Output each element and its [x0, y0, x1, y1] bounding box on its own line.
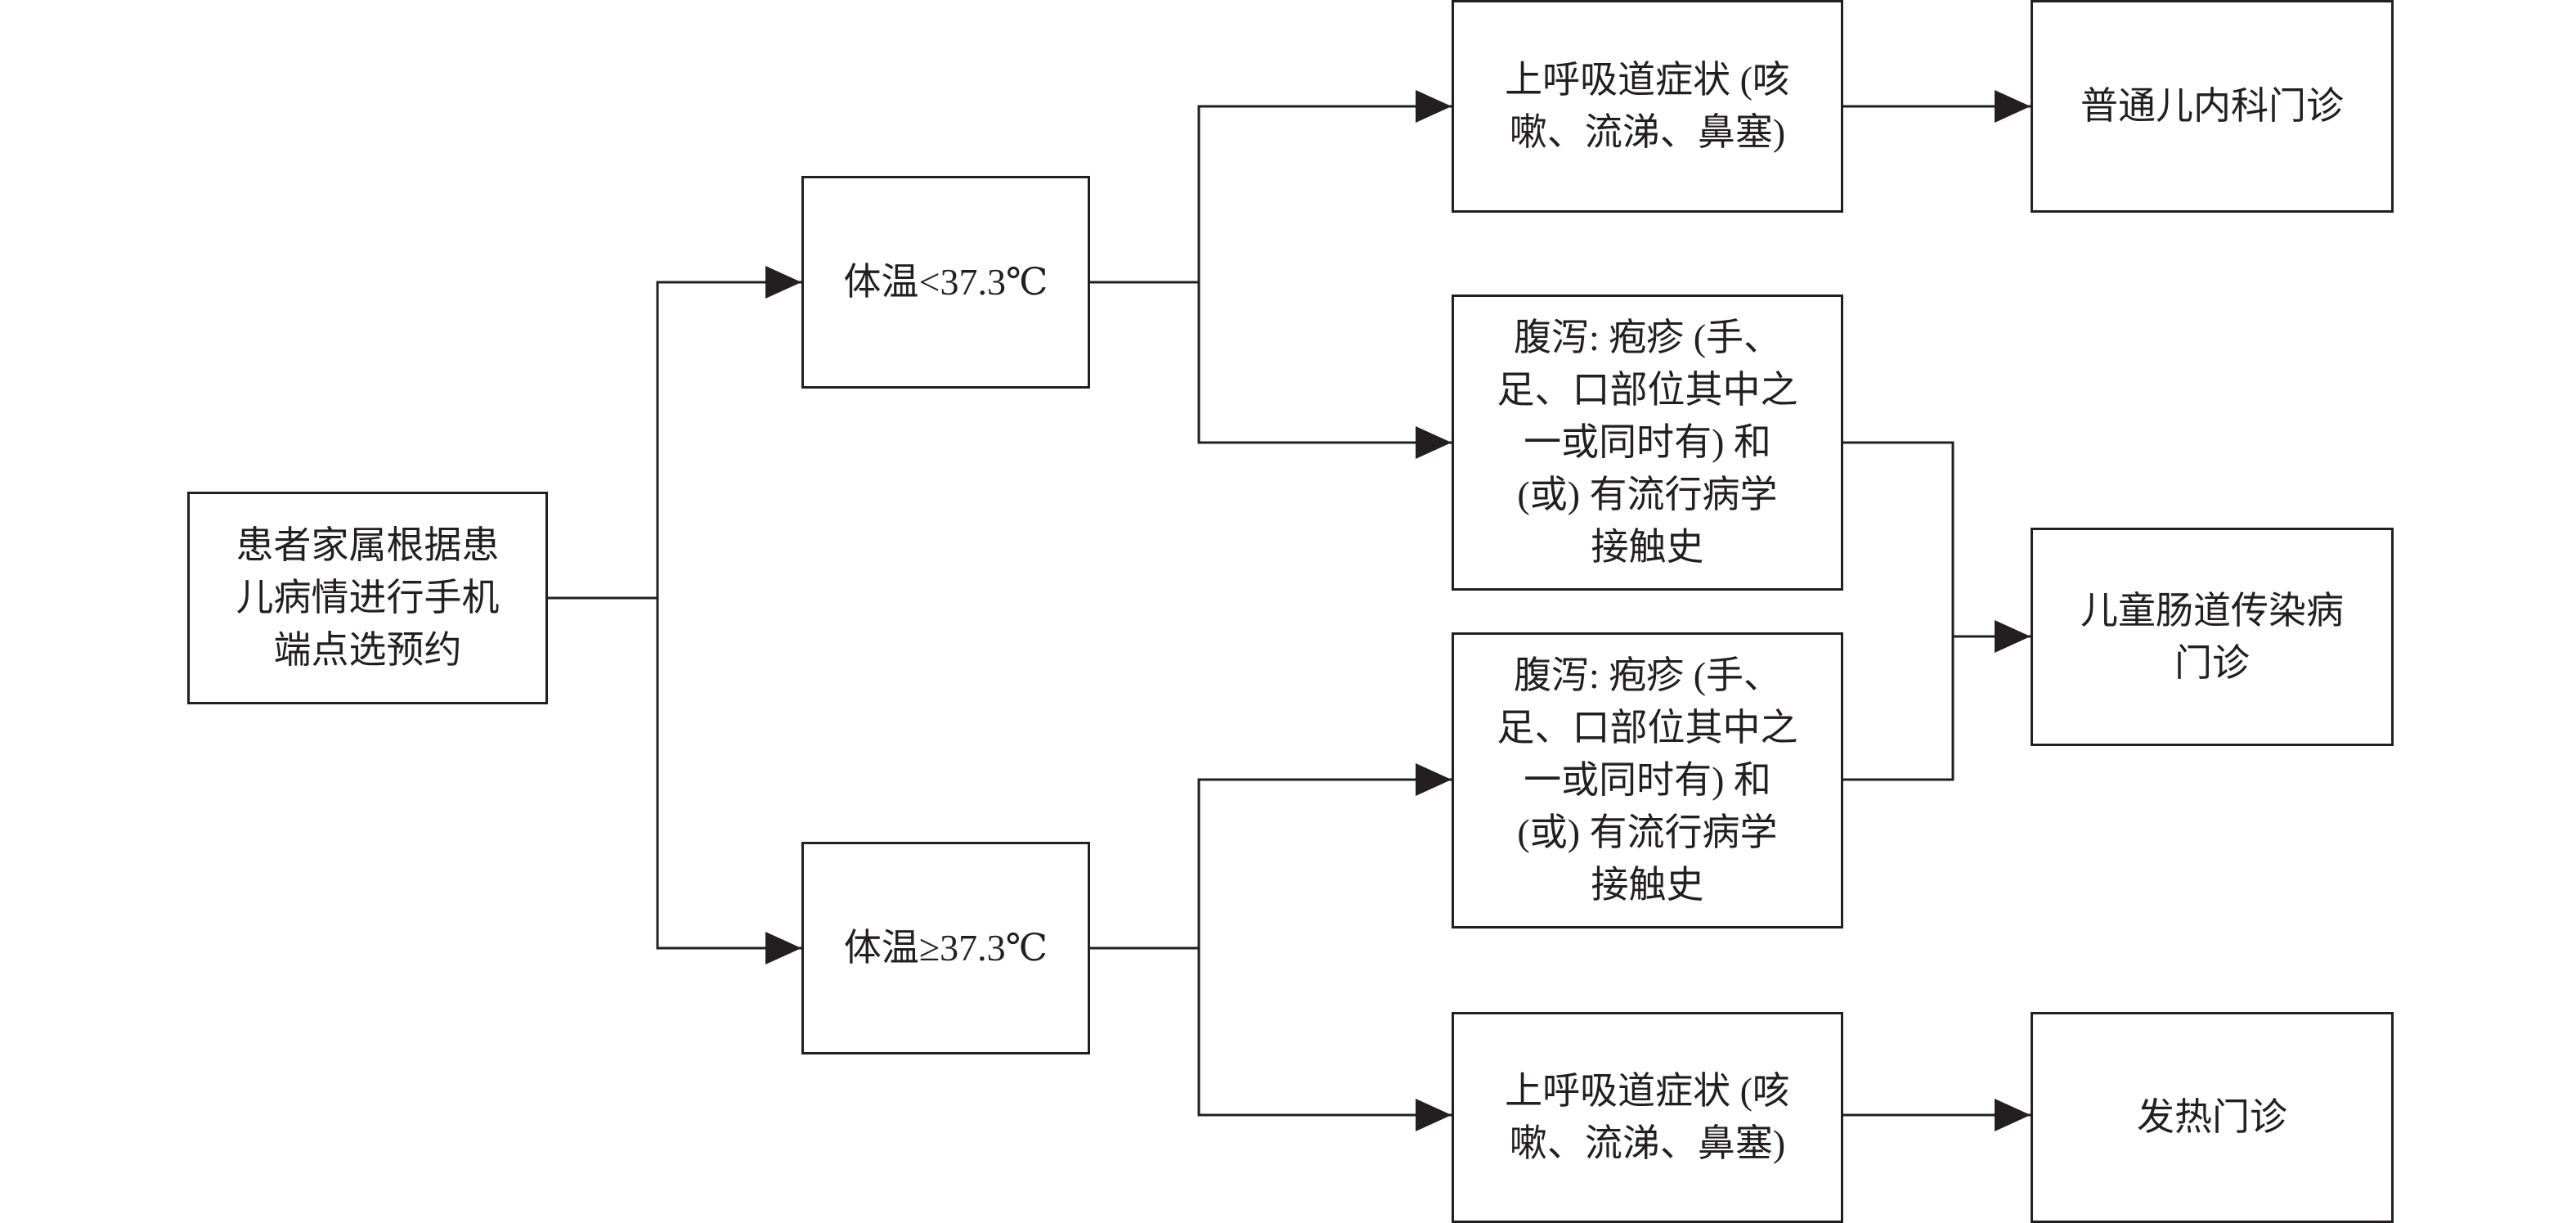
connector-diarrhea-high-to-merge [1843, 636, 1954, 781]
start-node: 患者家属根据患 儿病情进行手机 端点选预约 [187, 492, 548, 704]
arrow-start-to-temp-low [656, 266, 801, 598]
enteric-infection-clinic-text: 儿童肠道传染病 门诊 [2080, 589, 2344, 684]
connector-diarrhea-low-to-merge [1843, 441, 1954, 636]
start-node-text: 患者家属根据患 儿病情进行手机 端点选预约 [236, 524, 500, 671]
arrow-start-to-temp-high [656, 598, 801, 964]
arrow-temp-low-to-diarrhea [1197, 282, 1452, 459]
general-pediatrics-clinic-text: 普通儿内科门诊 [2080, 85, 2344, 127]
temp-low-node: 体温<37.3℃ [801, 176, 1090, 389]
diarrhea-low-text: 腹泻: 疱疹 (手、 足、口部位其中之 一或同时有) 和 (或) 有流行病学 接… [1497, 317, 1798, 568]
diarrhea-low-node: 腹泻: 疱疹 (手、 足、口部位其中之 一或同时有) 和 (或) 有流行病学 接… [1452, 295, 1843, 591]
resp-symptom-low-node: 上呼吸道症状 (咳 嗽、流涕、鼻塞) [1452, 0, 1843, 213]
diarrhea-high-text: 腹泻: 疱疹 (手、 足、口部位其中之 一或同时有) 和 (或) 有流行病学 接… [1497, 654, 1798, 906]
arrow-temp-low-to-resp [1197, 90, 1452, 282]
diarrhea-high-node: 腹泻: 疱疹 (手、 足、口部位其中之 一或同时有) 和 (或) 有流行病学 接… [1452, 632, 1843, 928]
resp-symptom-high-text: 上呼吸道症状 (咳 嗽、流涕、鼻塞) [1505, 1070, 1790, 1164]
arrow-temp-high-to-resp [1197, 948, 1452, 1131]
temp-low-text: 体温<37.3℃ [843, 261, 1048, 303]
general-pediatrics-clinic-node: 普通儿内科门诊 [2031, 0, 2394, 213]
enteric-infection-clinic-node: 儿童肠道传染病 门诊 [2031, 528, 2394, 746]
resp-symptom-high-node: 上呼吸道症状 (咳 嗽、流涕、鼻塞) [1452, 1012, 1843, 1223]
fever-clinic-text: 发热门诊 [2137, 1096, 2287, 1138]
arrow-temp-high-to-diarrhea [1197, 763, 1452, 948]
fever-clinic-node: 发热门诊 [2031, 1012, 2394, 1223]
resp-symptom-low-text: 上呼吸道症状 (咳 嗽、流涕、鼻塞) [1505, 59, 1790, 153]
temp-high-node: 体温≥37.3℃ [801, 842, 1090, 1054]
temp-high-text: 体温≥37.3℃ [843, 927, 1048, 969]
